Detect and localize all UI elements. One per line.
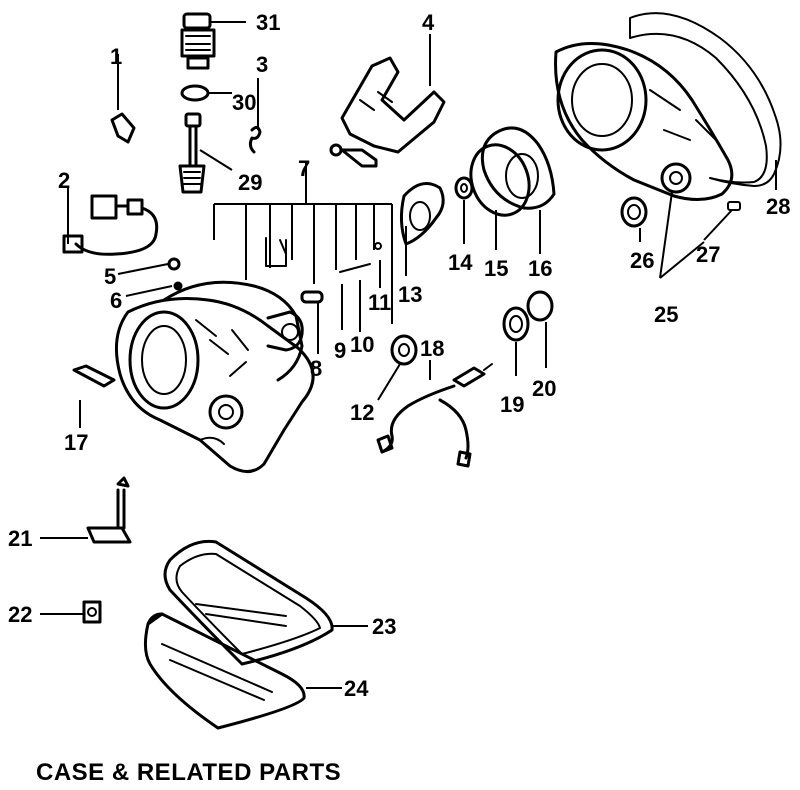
callout-21: 21 — [8, 526, 32, 551]
part-21-sensor — [86, 476, 132, 544]
part-2-harness — [62, 194, 159, 256]
callout-27: 27 — [696, 242, 720, 267]
part-26-seal — [620, 196, 648, 228]
callout-30: 30 — [232, 90, 256, 115]
part-17-gasket — [72, 364, 116, 388]
part-15-gasket — [469, 143, 531, 217]
callout-20: 20 — [532, 376, 556, 401]
part-19-seal — [502, 306, 530, 342]
part-16-cover — [480, 126, 556, 210]
callout-5: 5 — [104, 264, 116, 289]
callout-13: 13 — [398, 282, 422, 307]
part-18-harness — [376, 363, 493, 468]
part-5-fitting — [167, 257, 181, 271]
callout-2: 2 — [58, 168, 70, 193]
part-29-driven-gear — [178, 112, 206, 194]
part-20-seal — [526, 290, 554, 322]
callout-12: 12 — [350, 400, 374, 425]
callout-19: 19 — [500, 392, 524, 417]
diagram-title: CASE & RELATED PARTS — [36, 759, 341, 786]
part-27-plug — [727, 201, 741, 211]
callout-15: 15 — [484, 256, 508, 281]
callout-14: 14 — [448, 250, 473, 275]
callout-26: 26 — [630, 248, 654, 273]
callout-8: 8 — [310, 356, 322, 381]
callout-9: 9 — [334, 338, 346, 363]
part-30-o-ring — [180, 84, 210, 102]
callout-1: 1 — [110, 44, 122, 69]
part-4-mount — [329, 56, 446, 168]
part-14-seal — [454, 176, 474, 200]
part-22-fitting — [82, 600, 102, 624]
part-24-pan — [143, 612, 306, 730]
callout-10: 10 — [350, 332, 374, 357]
part-3-clip — [248, 125, 262, 154]
part-7-group — [213, 162, 393, 324]
callout-18: 18 — [420, 336, 444, 361]
callout-28: 28 — [766, 194, 790, 219]
part-13-plate — [399, 182, 445, 246]
callout-16: 16 — [528, 256, 552, 281]
part-23-gasket — [163, 539, 334, 666]
transmission-case — [114, 280, 315, 473]
callout-7: 7 — [298, 156, 310, 181]
callouts: 31 3 30 29 1 4 2 5 6 7 8 9 10 11 13 12 1… — [8, 10, 790, 701]
callout-17: 17 — [64, 430, 88, 455]
callout-11: 11 — [368, 290, 391, 315]
part-1-bracket — [110, 112, 136, 144]
part-25-case — [554, 41, 734, 201]
part-6-fitting — [173, 281, 183, 291]
callout-24: 24 — [344, 676, 369, 701]
callout-6: 6 — [110, 288, 122, 313]
leader-lines — [40, 21, 777, 689]
callout-22: 22 — [8, 602, 32, 627]
callout-25: 25 — [654, 302, 678, 327]
part-28-gasket — [629, 12, 782, 187]
callout-31: 31 — [256, 10, 280, 35]
part-8-plug — [300, 290, 324, 304]
callout-3: 3 — [256, 52, 268, 77]
callout-4: 4 — [422, 10, 435, 35]
callout-23: 23 — [372, 614, 396, 639]
callout-29: 29 — [238, 170, 262, 195]
part-12-seal — [390, 334, 418, 366]
part-31-speed-sensor — [180, 12, 216, 70]
